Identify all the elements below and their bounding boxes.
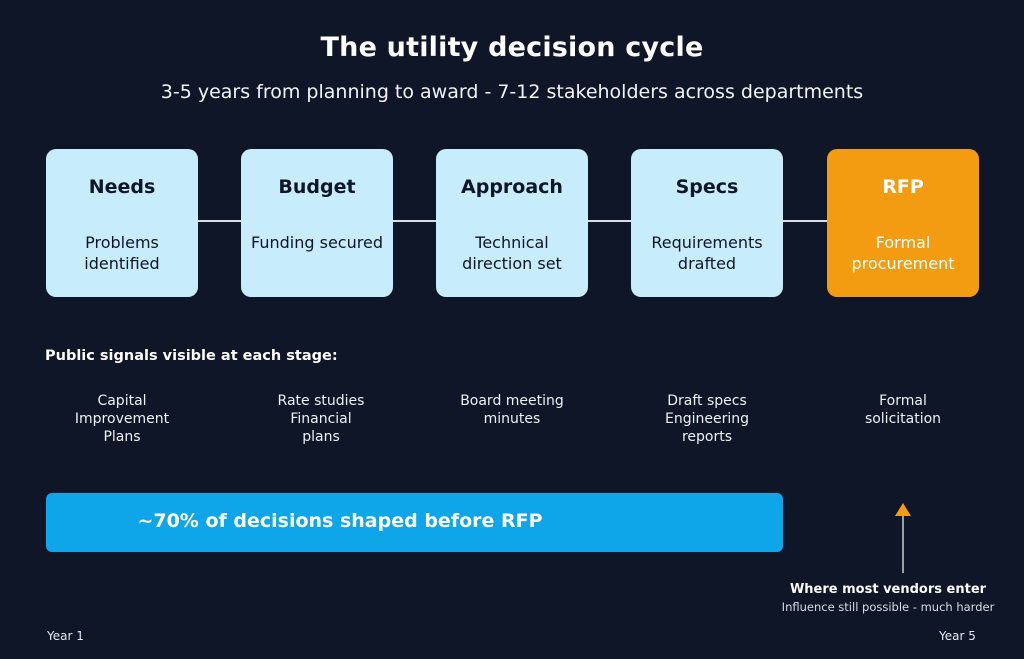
signal-approach: Board meeting minutes [427,392,597,428]
stage-rfp: RFP Formal procurement [827,149,979,297]
signal-line: reports [681,429,733,445]
vendor-entry-note: Influence still possible - much harder [781,600,995,614]
stage-description: Problems identified [84,233,160,273]
stage-description: Technical direction set [462,233,562,273]
signal-line: Improvement [74,411,170,427]
stage-needs: Needs Problems identified [46,149,198,297]
vendor-entry-title: Where most vendors enter [789,582,987,597]
signal-budget: Rate studies Financial plans [236,392,406,446]
stage-name: Specs [675,176,739,198]
diagram-subtitle: 3-5 years from planning to award - 7-12 … [160,81,864,103]
stage-name: Needs [88,176,156,198]
signal-specs: Draft specs Engineering reports [622,392,792,446]
signal-needs: Capital Improvement Plans [37,392,207,446]
up-arrow-icon [895,503,911,573]
signal-line: Financial [290,411,352,427]
signal-line: Plans [103,429,141,445]
signal-line: Rate studies [277,393,365,409]
signal-line: minutes [483,411,541,427]
signal-line: plans [302,429,340,445]
arrow-head [895,503,911,516]
decisions-shaped-bar: ~70% of decisions shaped before RFP [46,493,783,552]
timeline-end-label: Year 5 [939,629,976,643]
stage-description: Formal procurement [851,233,955,273]
timeline-start-label: Year 1 [47,629,84,643]
signal-line: solicitation [864,411,942,427]
signal-rfp: Formal solicitation [818,392,988,428]
stage-name: Approach [461,176,563,198]
stage-description: Funding secured [251,233,383,252]
decisions-shaped-label: ~70% of decisions shaped before RFP [137,510,543,532]
stage-name: RFP [882,176,924,198]
stage-specs: Specs Requirements drafted [631,149,783,297]
stage-approach: Approach Technical direction set [436,149,588,297]
stage-name: Budget [278,176,356,198]
signal-line: Draft specs [667,393,747,409]
stage-description: Requirements drafted [651,233,763,273]
signals-heading: Public signals visible at each stage: [45,348,338,364]
diagram-title: The utility decision cycle [320,32,704,63]
signal-line: Engineering [665,411,749,427]
stage-budget: Budget Funding secured [241,149,393,297]
signal-line: Capital [97,393,147,409]
signal-line: Formal [879,393,927,409]
signal-line: Board meeting [460,393,564,409]
